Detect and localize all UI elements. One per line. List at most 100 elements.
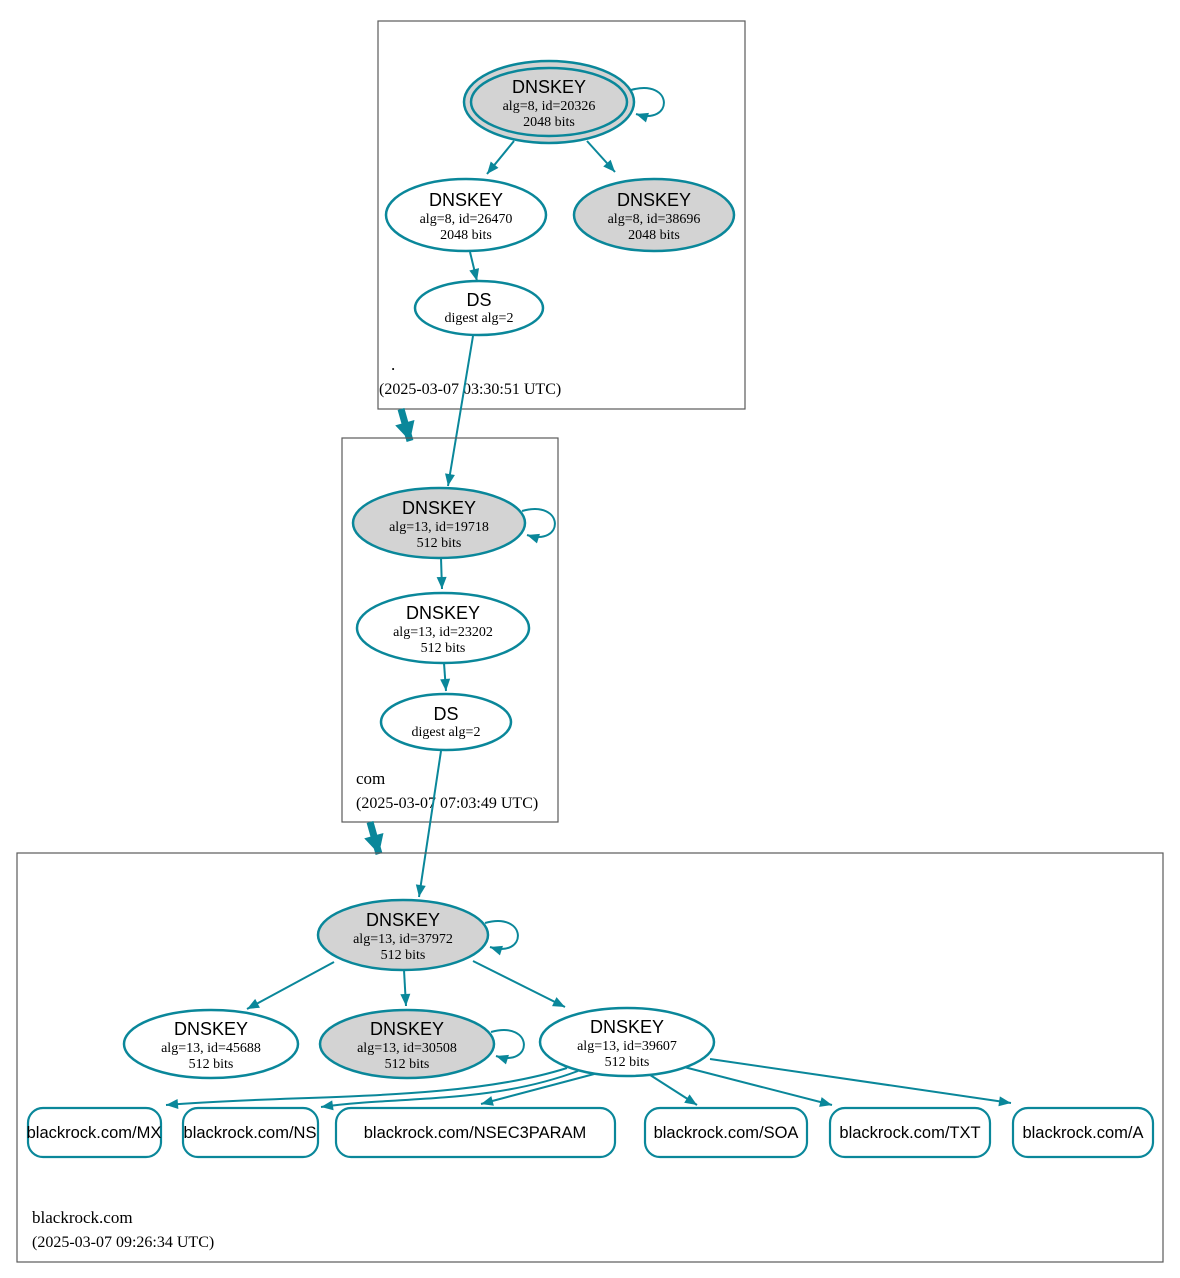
node-title: DNSKEY (402, 498, 476, 518)
node-detail: digest alg=2 (412, 725, 481, 740)
node-title: DNSKEY (366, 910, 440, 930)
zone-com-timestamp: (2025-03-07 07:03:49 UTC) (356, 795, 538, 812)
edge-br-zsk2-to-ns (320, 1070, 579, 1111)
node-detail: alg=8, id=20326 (503, 99, 596, 114)
node-bits: 512 bits (381, 948, 426, 963)
edge-root-ksk-to-ksk2 (586, 140, 616, 173)
edge-br-zsk2-to-nsec3param (480, 1072, 599, 1106)
node-title: DNSKEY (174, 1019, 248, 1039)
root-ds-ellipse[interactable] (413, 279, 545, 337)
zone-root-name: . (391, 355, 395, 374)
root-ksk-ellipse-outer[interactable] (462, 59, 636, 145)
root-ksk-dnskey-node[interactable]: DNSKEY alg=8, id=20326 2048 bits (462, 59, 636, 145)
rrset-label: blackrock.com/MX (27, 1124, 162, 1142)
rrset-a-box[interactable] (1011, 1106, 1155, 1159)
node-bits: 2048 bits (628, 228, 680, 243)
rrset-nsec3param-node[interactable]: blackrock.com/NSEC3PARAM (334, 1106, 617, 1159)
node-detail: alg=13, id=39607 (577, 1039, 677, 1054)
com-zsk-ellipse[interactable] (355, 591, 531, 665)
node-detail: alg=13, id=45688 (161, 1041, 261, 1056)
node-detail: alg=13, id=37972 (353, 932, 453, 947)
zone-root-border (377, 20, 746, 410)
node-detail: digest alg=2 (445, 311, 514, 326)
edge-br-ksk-to-zsk2 (472, 960, 566, 1008)
zone-blackrock-name: blackrock.com (32, 1208, 133, 1227)
rrset-txt-node[interactable]: blackrock.com/TXT (828, 1106, 992, 1159)
node-bits: 2048 bits (440, 228, 492, 243)
rrset-ns-node[interactable]: blackrock.com/NS (181, 1106, 320, 1159)
edge-root-delegation-to-com (395, 408, 415, 442)
br-ksk2-dnskey-node[interactable]: DNSKEY alg=13, id=30508 512 bits (318, 1008, 496, 1080)
node-title: DNSKEY (512, 77, 586, 97)
edge-root-ksk-selfloop (630, 87, 665, 123)
node-title: DNSKEY (370, 1019, 444, 1039)
rrset-label: blackrock.com/TXT (839, 1124, 980, 1142)
node-detail: alg=13, id=23202 (393, 625, 493, 640)
br-zsk1-ellipse[interactable] (122, 1008, 300, 1080)
rrset-mx-box[interactable] (26, 1106, 163, 1159)
edge-br-zsk2-to-a (709, 1058, 1012, 1107)
node-detail: alg=8, id=38696 (608, 212, 701, 227)
edge-root-ds-to-com-ksk (445, 335, 474, 487)
com-ds-node[interactable]: DS digest alg=2 (379, 692, 513, 752)
br-zsk2-ellipse[interactable] (538, 1006, 716, 1078)
rrset-soa-node[interactable]: blackrock.com/SOA (643, 1106, 809, 1159)
node-bits: 512 bits (417, 536, 462, 551)
root-ksk2-dnskey-node[interactable]: DNSKEY alg=8, id=38696 2048 bits (572, 177, 736, 253)
zone-blackrock-timestamp: (2025-03-07 09:26:34 UTC) (32, 1234, 214, 1251)
root-ds-node[interactable]: DS digest alg=2 (413, 279, 545, 337)
edge-br-ksk2-selfloop (490, 1029, 525, 1065)
edge-com-delegation-to-blackrock (364, 821, 384, 855)
node-title: DNSKEY (429, 190, 503, 210)
com-ksk-dnskey-node[interactable]: DNSKEY alg=13, id=19718 512 bits (351, 486, 527, 560)
node-bits: 512 bits (189, 1057, 234, 1072)
rrset-mx-node[interactable]: blackrock.com/MX (26, 1106, 163, 1159)
zone-blackrock-border (16, 852, 1164, 1263)
edge-com-zsk-to-ds (440, 662, 451, 692)
root-ksk-ellipse-inner (469, 66, 629, 138)
rrset-a-node[interactable]: blackrock.com/A (1011, 1106, 1155, 1159)
br-zsk2-dnskey-node[interactable]: DNSKEY alg=13, id=39607 512 bits (538, 1006, 716, 1078)
node-title: DNSKEY (617, 190, 691, 210)
root-zsk-dnskey-node[interactable]: DNSKEY alg=8, id=26470 2048 bits (384, 177, 548, 253)
zone-blackrock: blackrock.com (2025-03-07 09:26:34 UTC) … (16, 852, 1164, 1263)
rrset-label: blackrock.com/NSEC3PARAM (364, 1124, 587, 1142)
zone-com: com (2025-03-07 07:03:49 UTC) DNSKEY alg… (341, 437, 559, 898)
com-ds-ellipse[interactable] (379, 692, 513, 752)
edge-br-zsk2-to-soa (646, 1072, 698, 1106)
edge-br-ksk-selfloop (484, 920, 519, 956)
root-ksk2-ellipse[interactable] (572, 177, 736, 253)
rrset-label: blackrock.com/NS (184, 1124, 317, 1142)
node-bits: 2048 bits (523, 115, 575, 130)
zone-com-name: com (356, 769, 385, 788)
rrset-nsec3param-box[interactable] (334, 1106, 617, 1159)
zone-root: . (2025-03-07 03:30:51 UTC) DNSKEY alg=8… (377, 20, 746, 487)
com-ksk-ellipse[interactable] (351, 486, 527, 560)
edge-br-zsk2-to-txt (683, 1066, 833, 1107)
node-detail: alg=13, id=19718 (389, 520, 489, 535)
rrset-label: blackrock.com/A (1022, 1124, 1143, 1142)
edge-root-zsk-to-ds (469, 251, 480, 282)
node-bits: 512 bits (385, 1057, 430, 1072)
com-zsk-dnskey-node[interactable]: DNSKEY alg=13, id=23202 512 bits (355, 591, 531, 665)
edge-com-ksk-to-zsk (436, 557, 447, 590)
rrset-ns-box[interactable] (181, 1106, 320, 1159)
root-zsk-ellipse[interactable] (384, 177, 548, 253)
br-ksk2-ellipse[interactable] (318, 1008, 496, 1080)
node-bits: 512 bits (605, 1055, 650, 1070)
zone-com-border (341, 437, 559, 823)
rrset-soa-box[interactable] (643, 1106, 809, 1159)
rrset-label: blackrock.com/SOA (654, 1124, 799, 1142)
br-ksk-dnskey-node[interactable]: DNSKEY alg=13, id=37972 512 bits (316, 898, 490, 972)
edge-com-ksk-selfloop (521, 508, 556, 544)
node-detail: alg=13, id=30508 (357, 1041, 457, 1056)
br-zsk1-dnskey-node[interactable]: DNSKEY alg=13, id=45688 512 bits (122, 1008, 300, 1080)
rrset-txt-box[interactable] (828, 1106, 992, 1159)
node-title: DNSKEY (590, 1017, 664, 1037)
node-title: DS (466, 290, 491, 310)
node-title: DNSKEY (406, 603, 480, 623)
zone-root-timestamp: (2025-03-07 03:30:51 UTC) (379, 381, 561, 398)
br-ksk-ellipse[interactable] (316, 898, 490, 972)
